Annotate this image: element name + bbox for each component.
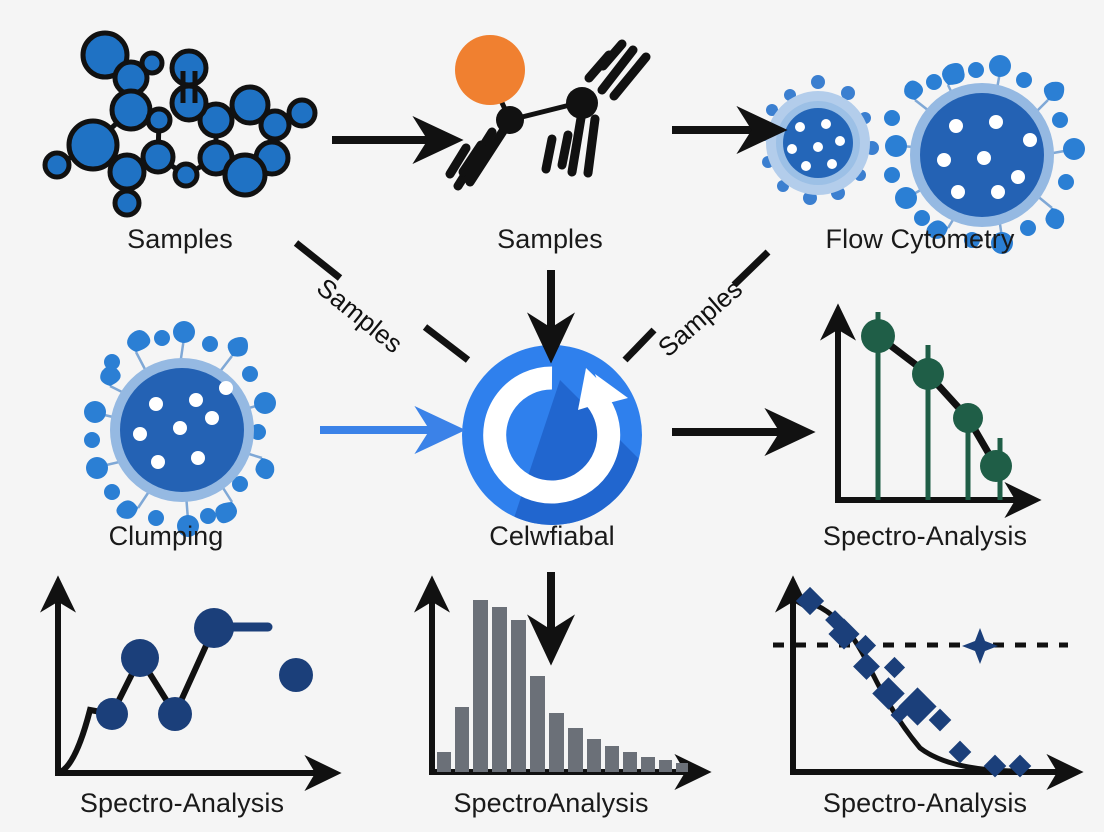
stem-plot-icon (820, 303, 1042, 518)
label-molecule-samples: Samples (127, 224, 233, 254)
diagonal-left-segment-a (293, 240, 343, 281)
scatter-markers (795, 586, 1032, 778)
label-spectro-analysis-histogram: SpectroAnalysis (453, 788, 649, 818)
diagonal-right-segment-a (731, 249, 771, 288)
diagonal-right-segment-b (622, 327, 657, 363)
line-plot-icon (40, 575, 342, 791)
molecule-structure-icon (42, 30, 318, 218)
label-spectro-analysis-stem: Spectro-Analysis (822, 521, 1028, 551)
label-clumping: Clumping (108, 521, 224, 551)
connector-arrows (293, 106, 816, 666)
clumping-virus-icon (84, 321, 276, 537)
flow-cytometry-small-cell-icon (758, 75, 879, 205)
histogram-icon (414, 575, 712, 790)
label-flow-cytometry: Flow Cytometry (825, 224, 1015, 254)
label-spectro-analysis-line: Spectro-Analysis (79, 788, 285, 818)
flow-cytometry-large-cell-icon (884, 55, 1085, 254)
label-antibody-samples: Samples (497, 224, 603, 254)
label-hub-celwfiabal: Celwfiabal (489, 521, 615, 551)
antibody-molecule-icon (445, 35, 651, 191)
diagonal-left-segment-b (422, 324, 471, 363)
label-spectro-analysis-scatter: Spectro-Analysis (822, 788, 1028, 818)
scatter-decay-icon (773, 575, 1084, 790)
threshold-star-marker (962, 628, 998, 664)
